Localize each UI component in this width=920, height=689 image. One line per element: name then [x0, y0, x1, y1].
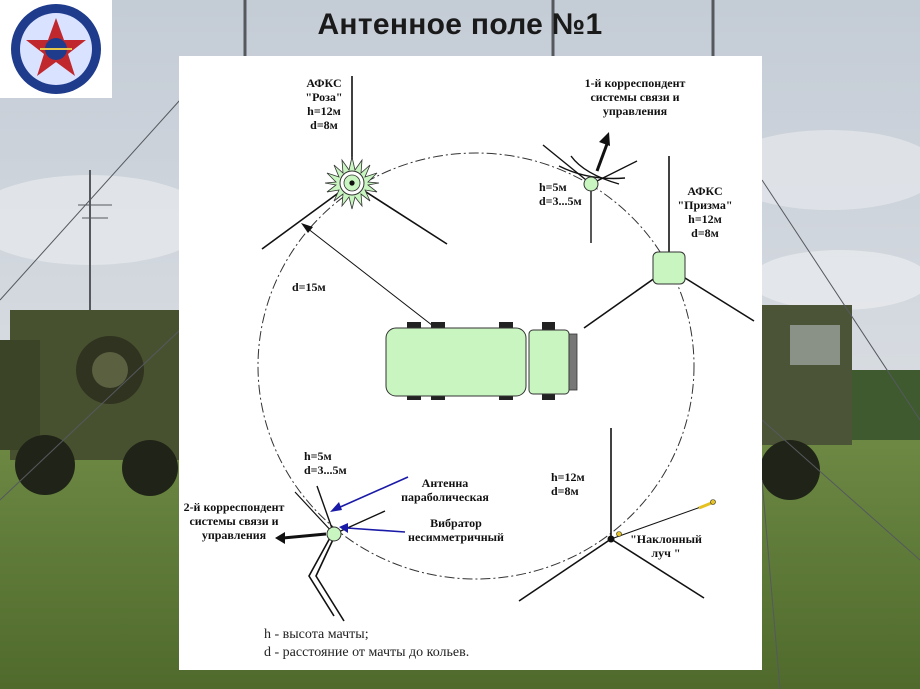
mast-2-label: h=5м d=3...5м [304, 449, 347, 477]
radius-label: d=15м [292, 280, 326, 294]
inclined-mast-label: h=12м d=8м [551, 470, 585, 498]
antenna-ring [257, 152, 695, 580]
mast-1-correspondent [542, 132, 638, 243]
arrow-icon [599, 132, 610, 146]
afks-prizma-antenna [583, 156, 755, 329]
truck-right [760, 305, 852, 500]
arrow-icon [275, 532, 285, 544]
mast-1-label: h=5м d=3...5м [539, 180, 582, 208]
legend: h - высота мачты; d - расстояние от мачт… [264, 627, 470, 660]
emblem-logo [0, 0, 112, 98]
correspondent-2-label: 2-й корреспондент системы связи и управл… [183, 500, 285, 542]
inclined-beam-label: "Наклонный луч " [630, 532, 702, 560]
blue-arrow-icon [330, 502, 342, 512]
afks-prizma-label: АФКС "Призма" h=12м d=8м [677, 184, 733, 240]
diagram-drawing [257, 76, 755, 622]
blue-arrow-icon [339, 523, 348, 533]
mast-2-correspondent [275, 476, 409, 622]
page-title: Антенное поле №1 [317, 8, 603, 41]
vibrator-label: Вибратор несимметричный [408, 516, 504, 544]
afks-roza-label: АФКС "Роза" h=12м d=8м [305, 76, 343, 132]
inclined-beam-antenna [518, 428, 716, 602]
antenna-field-diagram: АФКС "Роза" h=12м d=8м 1-й корреспондент… [179, 56, 762, 670]
parabolic-antenna-label: Антенна параболическая [401, 476, 489, 504]
correspondent-1-label: 1-й корреспондент системы связи и управл… [584, 76, 686, 118]
vehicle-icon [385, 322, 578, 400]
truck-left [0, 310, 180, 496]
afks-roza-antenna [261, 76, 448, 250]
